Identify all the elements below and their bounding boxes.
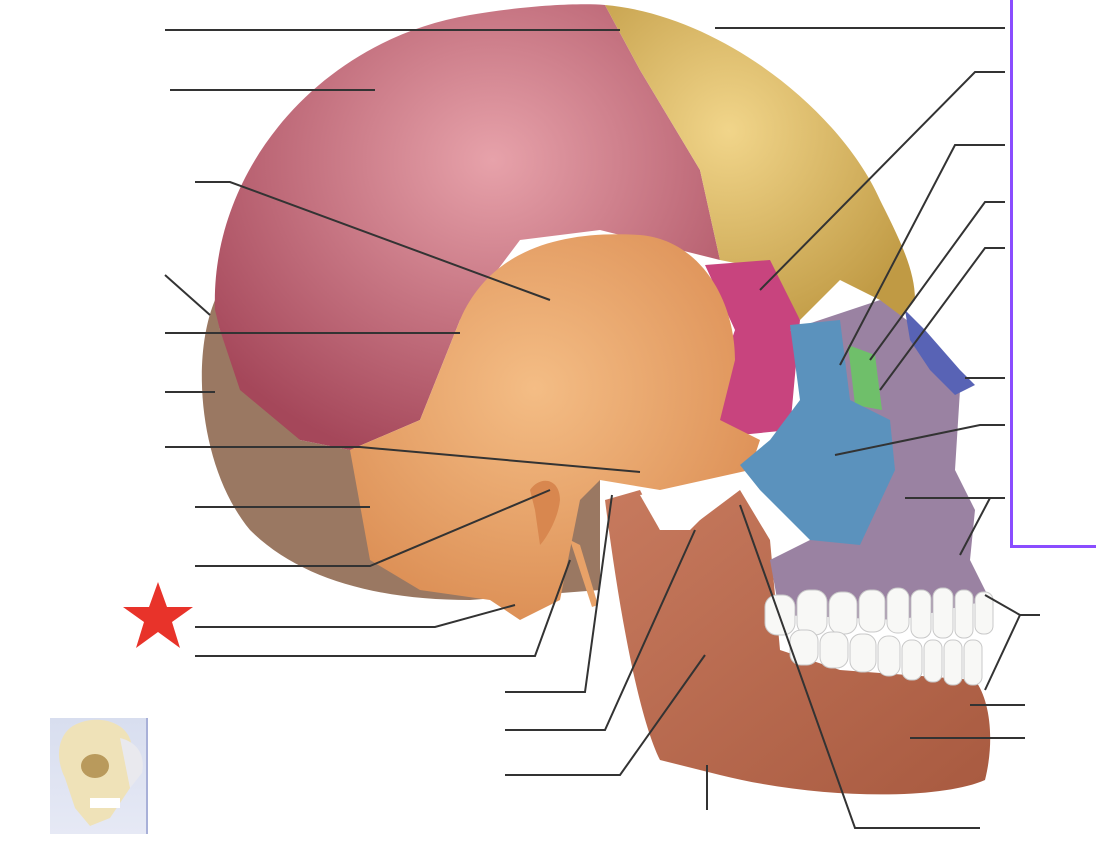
- temporal-bone: [350, 234, 760, 620]
- star-icon: [123, 582, 193, 648]
- mandible-bone: [605, 490, 991, 795]
- zygomatic-bone: [740, 320, 895, 545]
- label-answer-box: [1010, 0, 1096, 548]
- frontal-bone: [605, 5, 915, 320]
- parietal-bone: [214, 4, 720, 450]
- skull-thumbnail-icon: [58, 719, 143, 826]
- external-ear-canal: [530, 480, 560, 545]
- lacrimal-bone: [848, 345, 882, 410]
- skull-thumbnail[interactable]: [50, 718, 148, 834]
- teeth: [764, 587, 994, 686]
- mandibular-notch: [640, 485, 715, 530]
- styloid-process: [570, 540, 598, 607]
- leader-lines: [164, 27, 1040, 829]
